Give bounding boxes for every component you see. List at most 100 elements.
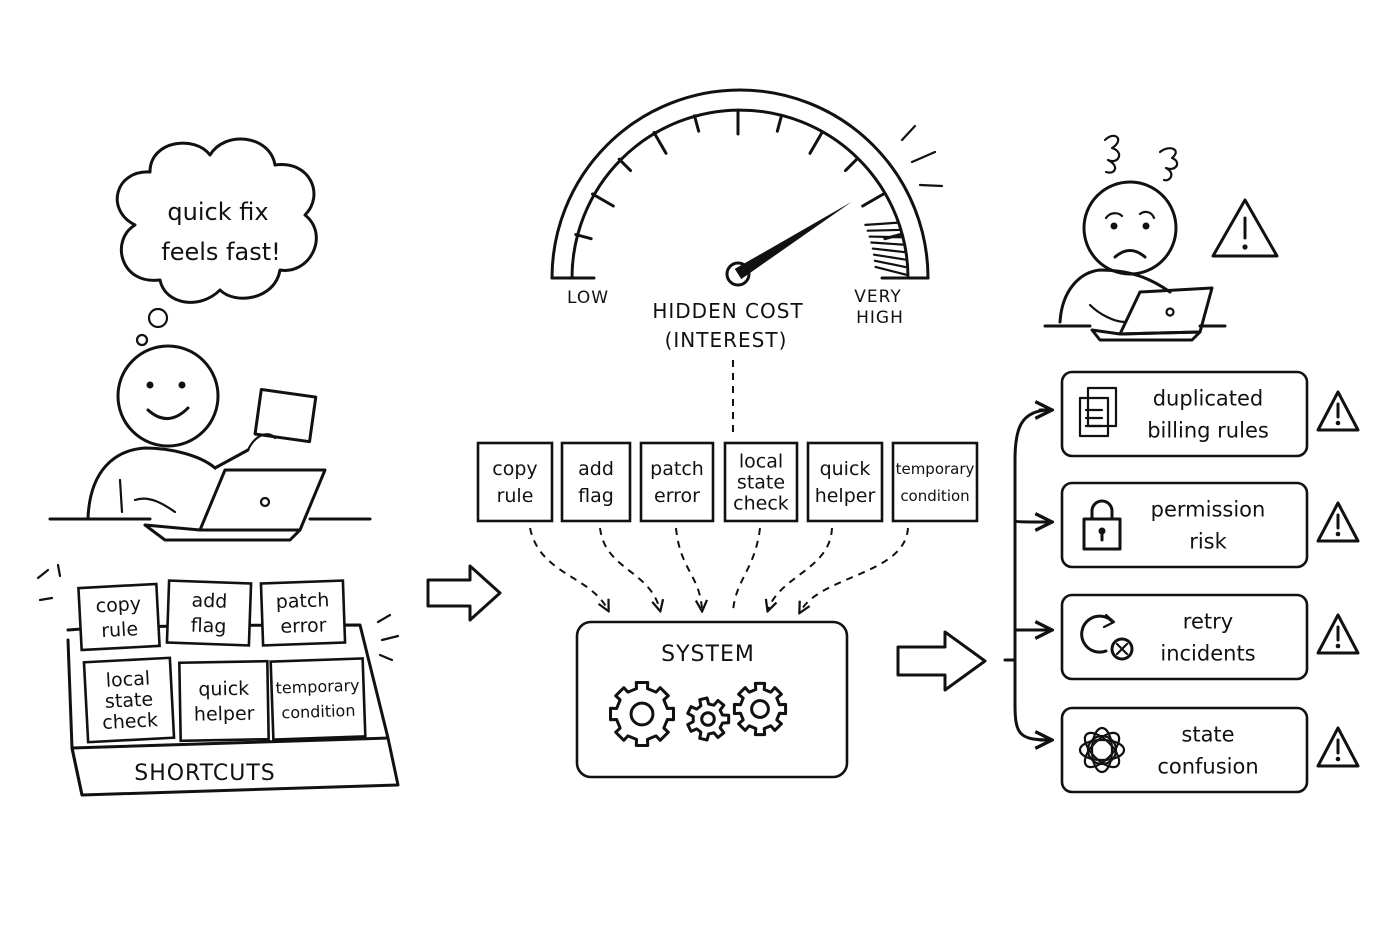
outcomes-list: duplicated billing rules permission risk ret…	[1060, 370, 1360, 794]
padlock-icon	[1082, 499, 1122, 551]
gauge-tick	[591, 192, 615, 208]
flow-card-line: temporary	[896, 460, 975, 478]
outcome-card-line: permission	[1151, 497, 1266, 521]
flow-card-line: local	[739, 451, 783, 473]
outcome-card: duplicated billing rules	[1060, 370, 1309, 458]
flow-card: quick helper	[806, 441, 884, 523]
shortcuts-box: SHORTCUTS copyruleaddflagpatcherrorlocal…	[36, 563, 400, 797]
shortcut-card-line: check	[102, 709, 159, 734]
thought-bubble: quick fix feels fast!	[115, 137, 318, 347]
gauge-tick	[775, 114, 783, 133]
shortcut-card-line: rule	[101, 618, 139, 642]
thought-line-1: quick fix	[167, 198, 268, 226]
gauge-hatch-mark	[871, 247, 906, 254]
eye-icon	[1110, 222, 1118, 230]
system-box: SYSTEM	[575, 620, 849, 779]
outcome-card: state confusion	[1060, 706, 1309, 794]
outcome-card-line: confusion	[1157, 754, 1258, 778]
gauge-needle	[734, 201, 852, 280]
eye-icon	[1142, 222, 1150, 230]
outcome-card-line: billing rules	[1147, 418, 1269, 442]
warning-icon	[1316, 613, 1360, 655]
gauge-hatch-mark	[866, 228, 901, 232]
shortcut-card-line: patch	[275, 589, 329, 613]
gauge-tick	[693, 114, 701, 133]
gauge-high-label-1: VERY	[854, 287, 901, 307]
gauge-hatch-mark	[872, 253, 907, 261]
warning-icon	[1316, 501, 1360, 543]
outcome-card: permission risk	[1060, 481, 1309, 569]
flow-card-line: flag	[578, 485, 614, 507]
flow-card-line: quick	[820, 458, 871, 480]
laptop-icon	[143, 468, 327, 542]
gauge-tick	[574, 233, 593, 241]
flow-card-line: error	[654, 485, 700, 507]
flow-card: copy rule	[476, 441, 554, 523]
eye-icon	[178, 381, 186, 389]
eye-icon	[146, 381, 154, 389]
warning-icon	[1316, 390, 1360, 432]
flow-arrow-2	[896, 630, 987, 692]
flow-card-line: helper	[815, 485, 876, 507]
system-title: SYSTEM	[661, 642, 755, 667]
outcome-card-line: state	[1181, 722, 1234, 746]
flow-card-line: copy	[492, 458, 537, 480]
happy-developer-figure	[48, 344, 372, 542]
flow-card-line: rule	[497, 485, 534, 507]
warning-icon	[1211, 198, 1279, 258]
shortcut-card-line: helper	[194, 703, 255, 726]
laptop-icon	[1090, 286, 1214, 342]
flow-arrow-1	[426, 564, 502, 622]
branch-connector	[1003, 410, 1050, 740]
gauge-hatch-mark	[864, 221, 898, 226]
flow-card-line: check	[733, 493, 789, 515]
gauge-title-1: HIDDEN COST	[652, 299, 803, 323]
gauge-low-label: LOW	[567, 288, 609, 308]
flow-cards-row: copyruleaddflagpatcherrorlocalstatecheck…	[476, 441, 979, 523]
outcome-card-line: incidents	[1160, 641, 1255, 665]
held-paper-icon	[253, 387, 318, 444]
shortcut-card-line: add	[191, 590, 228, 613]
gauge-hatch-mark	[873, 259, 907, 269]
gauge-tick	[652, 131, 668, 155]
outcome-card-line: duplicated	[1153, 386, 1264, 410]
shortcut-card-line: quick	[198, 678, 249, 701]
flow-card-line: state	[737, 472, 785, 494]
shortcut-card-line: flag	[190, 615, 226, 638]
gauge-hatch-mark	[870, 241, 904, 246]
gauge-tick	[808, 131, 824, 155]
documents-icon	[1078, 386, 1118, 438]
hidden-cost-gauge: LOW VERY HIGH HIDDEN COST (INTEREST)	[550, 88, 944, 352]
dashed-arrows	[529, 527, 909, 612]
gear-icon	[732, 681, 788, 737]
shortcuts-title: SHORTCUTS	[134, 761, 276, 786]
tangled-orbit-icon	[1078, 726, 1126, 774]
shortcut-card-line: temporary	[275, 676, 360, 698]
gauge-tick	[617, 157, 633, 173]
gear-icon	[686, 696, 731, 742]
shortcut-card-line: state	[104, 688, 153, 712]
warning-icon	[1316, 726, 1360, 768]
retry-error-icon	[1080, 613, 1134, 661]
shortcut-card-line: copy	[95, 593, 141, 617]
gear-icon	[609, 681, 675, 747]
shortcut-card-line: error	[280, 614, 327, 638]
gauge-pivot	[725, 261, 751, 287]
gauge-tick	[861, 192, 885, 208]
shortcut-card-line: local	[105, 668, 150, 692]
gauge-high-label-2: HIGH	[856, 308, 904, 328]
shortcut-card-line: condition	[281, 701, 356, 723]
thought-line-2: feels fast!	[161, 238, 280, 266]
outcome-card-line: risk	[1189, 529, 1227, 553]
